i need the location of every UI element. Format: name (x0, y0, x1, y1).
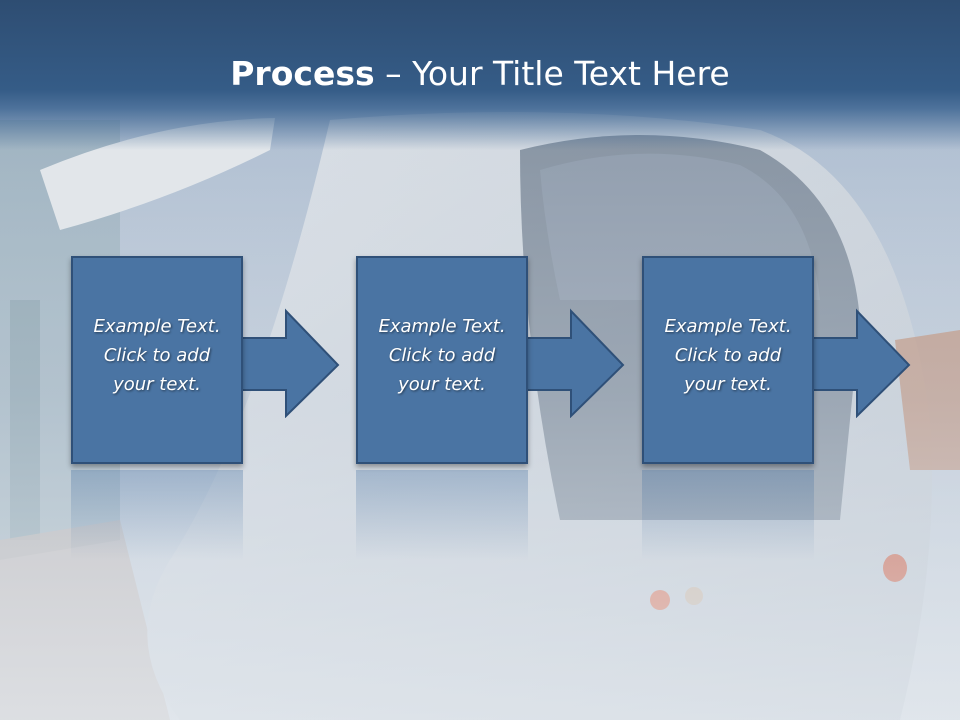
step-box[interactable]: Example Text. Click to add your text. (356, 256, 528, 464)
arrow-right-icon (802, 308, 911, 418)
process-step-2[interactable]: Example Text. Click to add your text. (356, 256, 626, 468)
title-rest: – Your Title Text Here (374, 54, 730, 93)
title-bar (0, 0, 960, 150)
arrow-right-icon (231, 308, 340, 418)
step-reflection (356, 470, 528, 560)
step-text: Example Text. Click to add your text. (378, 315, 506, 395)
step-box[interactable]: Example Text. Click to add your text. (71, 256, 243, 464)
step-box[interactable]: Example Text. Click to add your text. (642, 256, 814, 464)
step-reflection (71, 470, 243, 560)
process-step-1[interactable]: Example Text. Click to add your text. (71, 256, 341, 468)
step-text: Example Text. Click to add your text. (93, 315, 221, 395)
arrow-right-icon (516, 308, 625, 418)
slide-title[interactable]: Process – Your Title Text Here (0, 52, 960, 96)
step-text: Example Text. Click to add your text. (664, 315, 792, 395)
title-bold: Process (230, 54, 375, 93)
process-step-3[interactable]: Example Text. Click to add your text. (642, 256, 912, 468)
step-reflection (642, 470, 814, 560)
